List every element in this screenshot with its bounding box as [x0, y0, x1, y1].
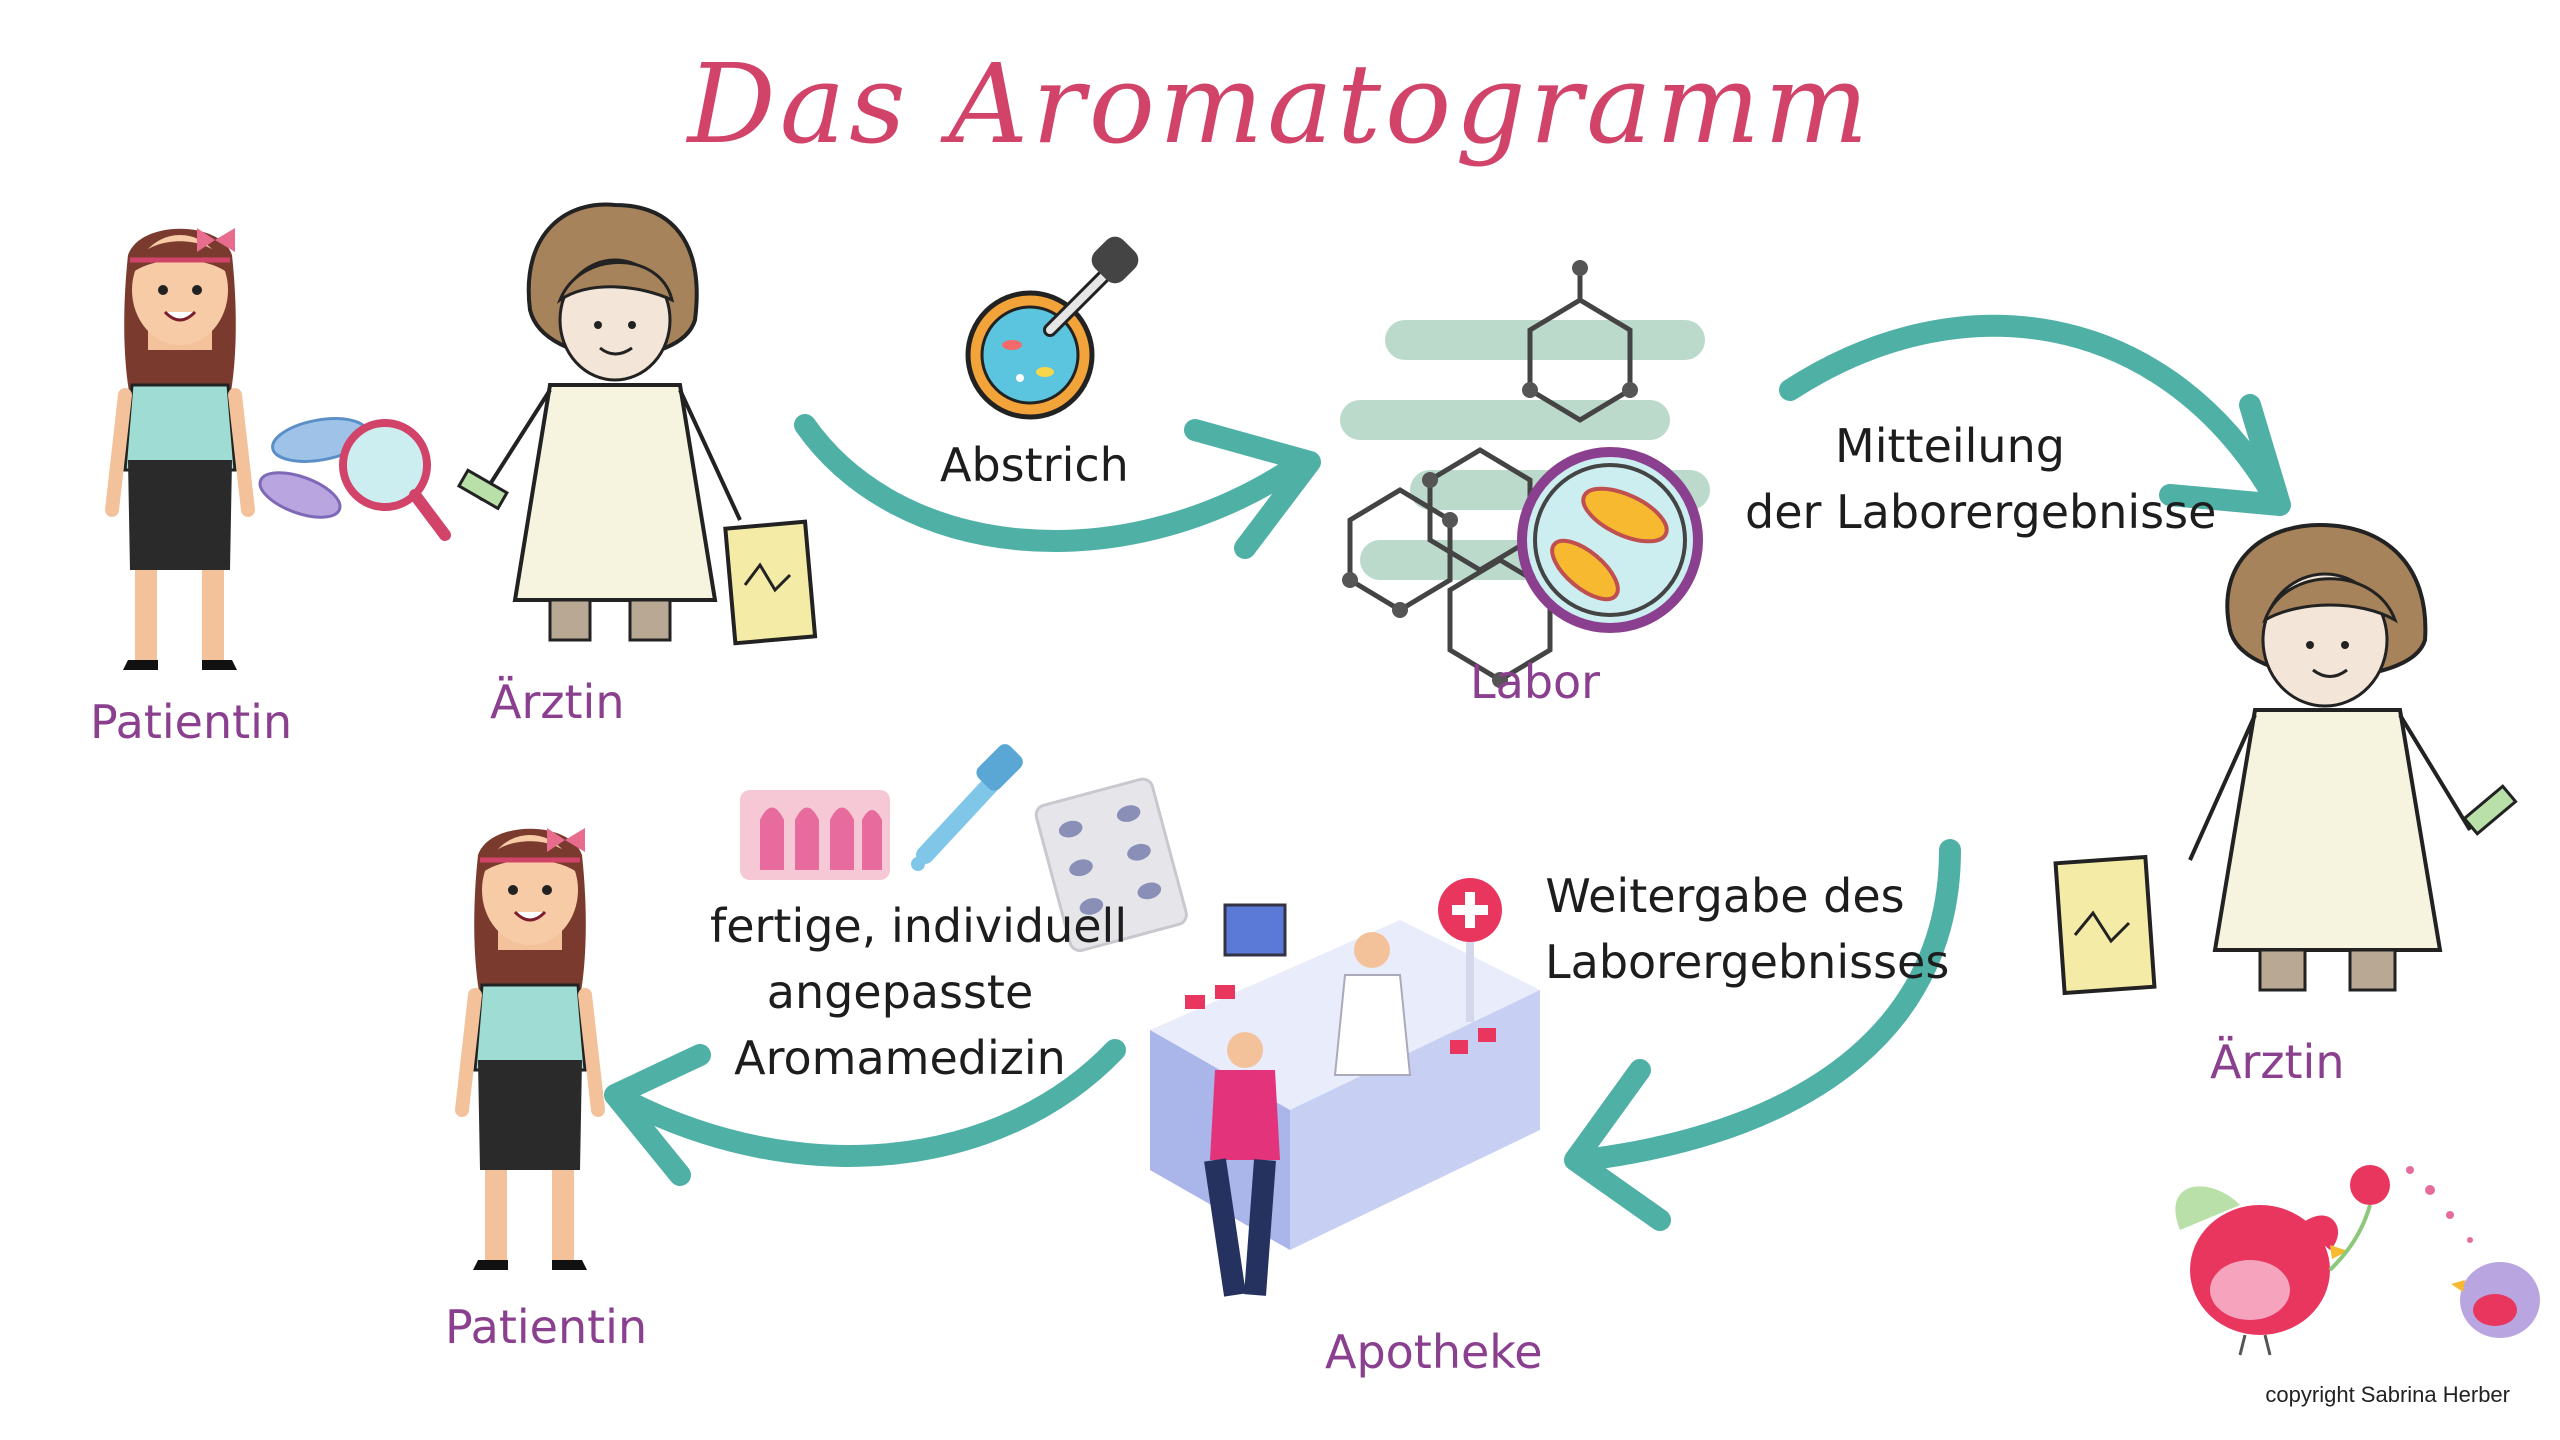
step-mitteilung-line2: der Laborergebnisse — [1745, 485, 2217, 539]
doctor-illustration — [456, 202, 818, 646]
step-mitteilung-line1: Mitteilung — [1835, 419, 2065, 473]
page-title: Das Aromatogramm — [687, 40, 1873, 168]
label-aerztin-right: Ärztin — [2210, 1035, 2345, 1089]
bacteria-magnifier-icon — [258, 417, 451, 541]
doctor-illustration-right — [2053, 522, 2518, 996]
label-patientin-top: Patientin — [90, 695, 293, 749]
suppositories-icon — [740, 790, 890, 880]
arrow-mitteilung — [1779, 314, 2291, 516]
label-patientin-bottom: Patientin — [445, 1300, 648, 1354]
pharmacy-counter-illustration — [1150, 878, 1540, 1297]
dropper-icon — [911, 744, 1023, 871]
copyright-text: copyright Sabrina Herber — [2265, 1382, 2510, 1407]
arrow-weitergabe — [1564, 839, 1961, 1231]
girl-patient-illustration — [105, 228, 255, 670]
step-medizin-line3: Aromamedizin — [734, 1031, 1066, 1085]
petri-dish-pipette-icon — [965, 236, 1139, 420]
label-aerztin-top: Ärztin — [490, 675, 625, 729]
label-apotheke: Apotheke — [1325, 1325, 1543, 1379]
label-labor: Labor — [1470, 655, 1601, 709]
pill-blister-icon — [1034, 777, 1188, 953]
step-abstrich: Abstrich — [940, 438, 1129, 492]
step-weitergabe-line2: Laborergebnisses — [1545, 935, 1950, 989]
step-medizin-line1: fertige, individuell — [710, 899, 1128, 953]
step-medizin: fertige, individuell angepasste Aromamed… — [710, 893, 1128, 1091]
lab-molecule-bacteria-icon — [1340, 260, 1710, 688]
arrow-medizin — [604, 1039, 1126, 1186]
step-mitteilung: Mitteilung der Laborergebnisse — [1745, 413, 2217, 545]
girl-patient-illustration-bottom — [455, 828, 605, 1270]
birds-logo — [2175, 1165, 2540, 1356]
step-medizin-line2: angepasste — [766, 965, 1034, 1019]
arrow-abstrich — [794, 414, 1321, 559]
step-weitergabe-line1: Weitergabe des — [1545, 869, 1905, 923]
step-weitergabe: Weitergabe des Laborergebnisses — [1545, 863, 1950, 995]
